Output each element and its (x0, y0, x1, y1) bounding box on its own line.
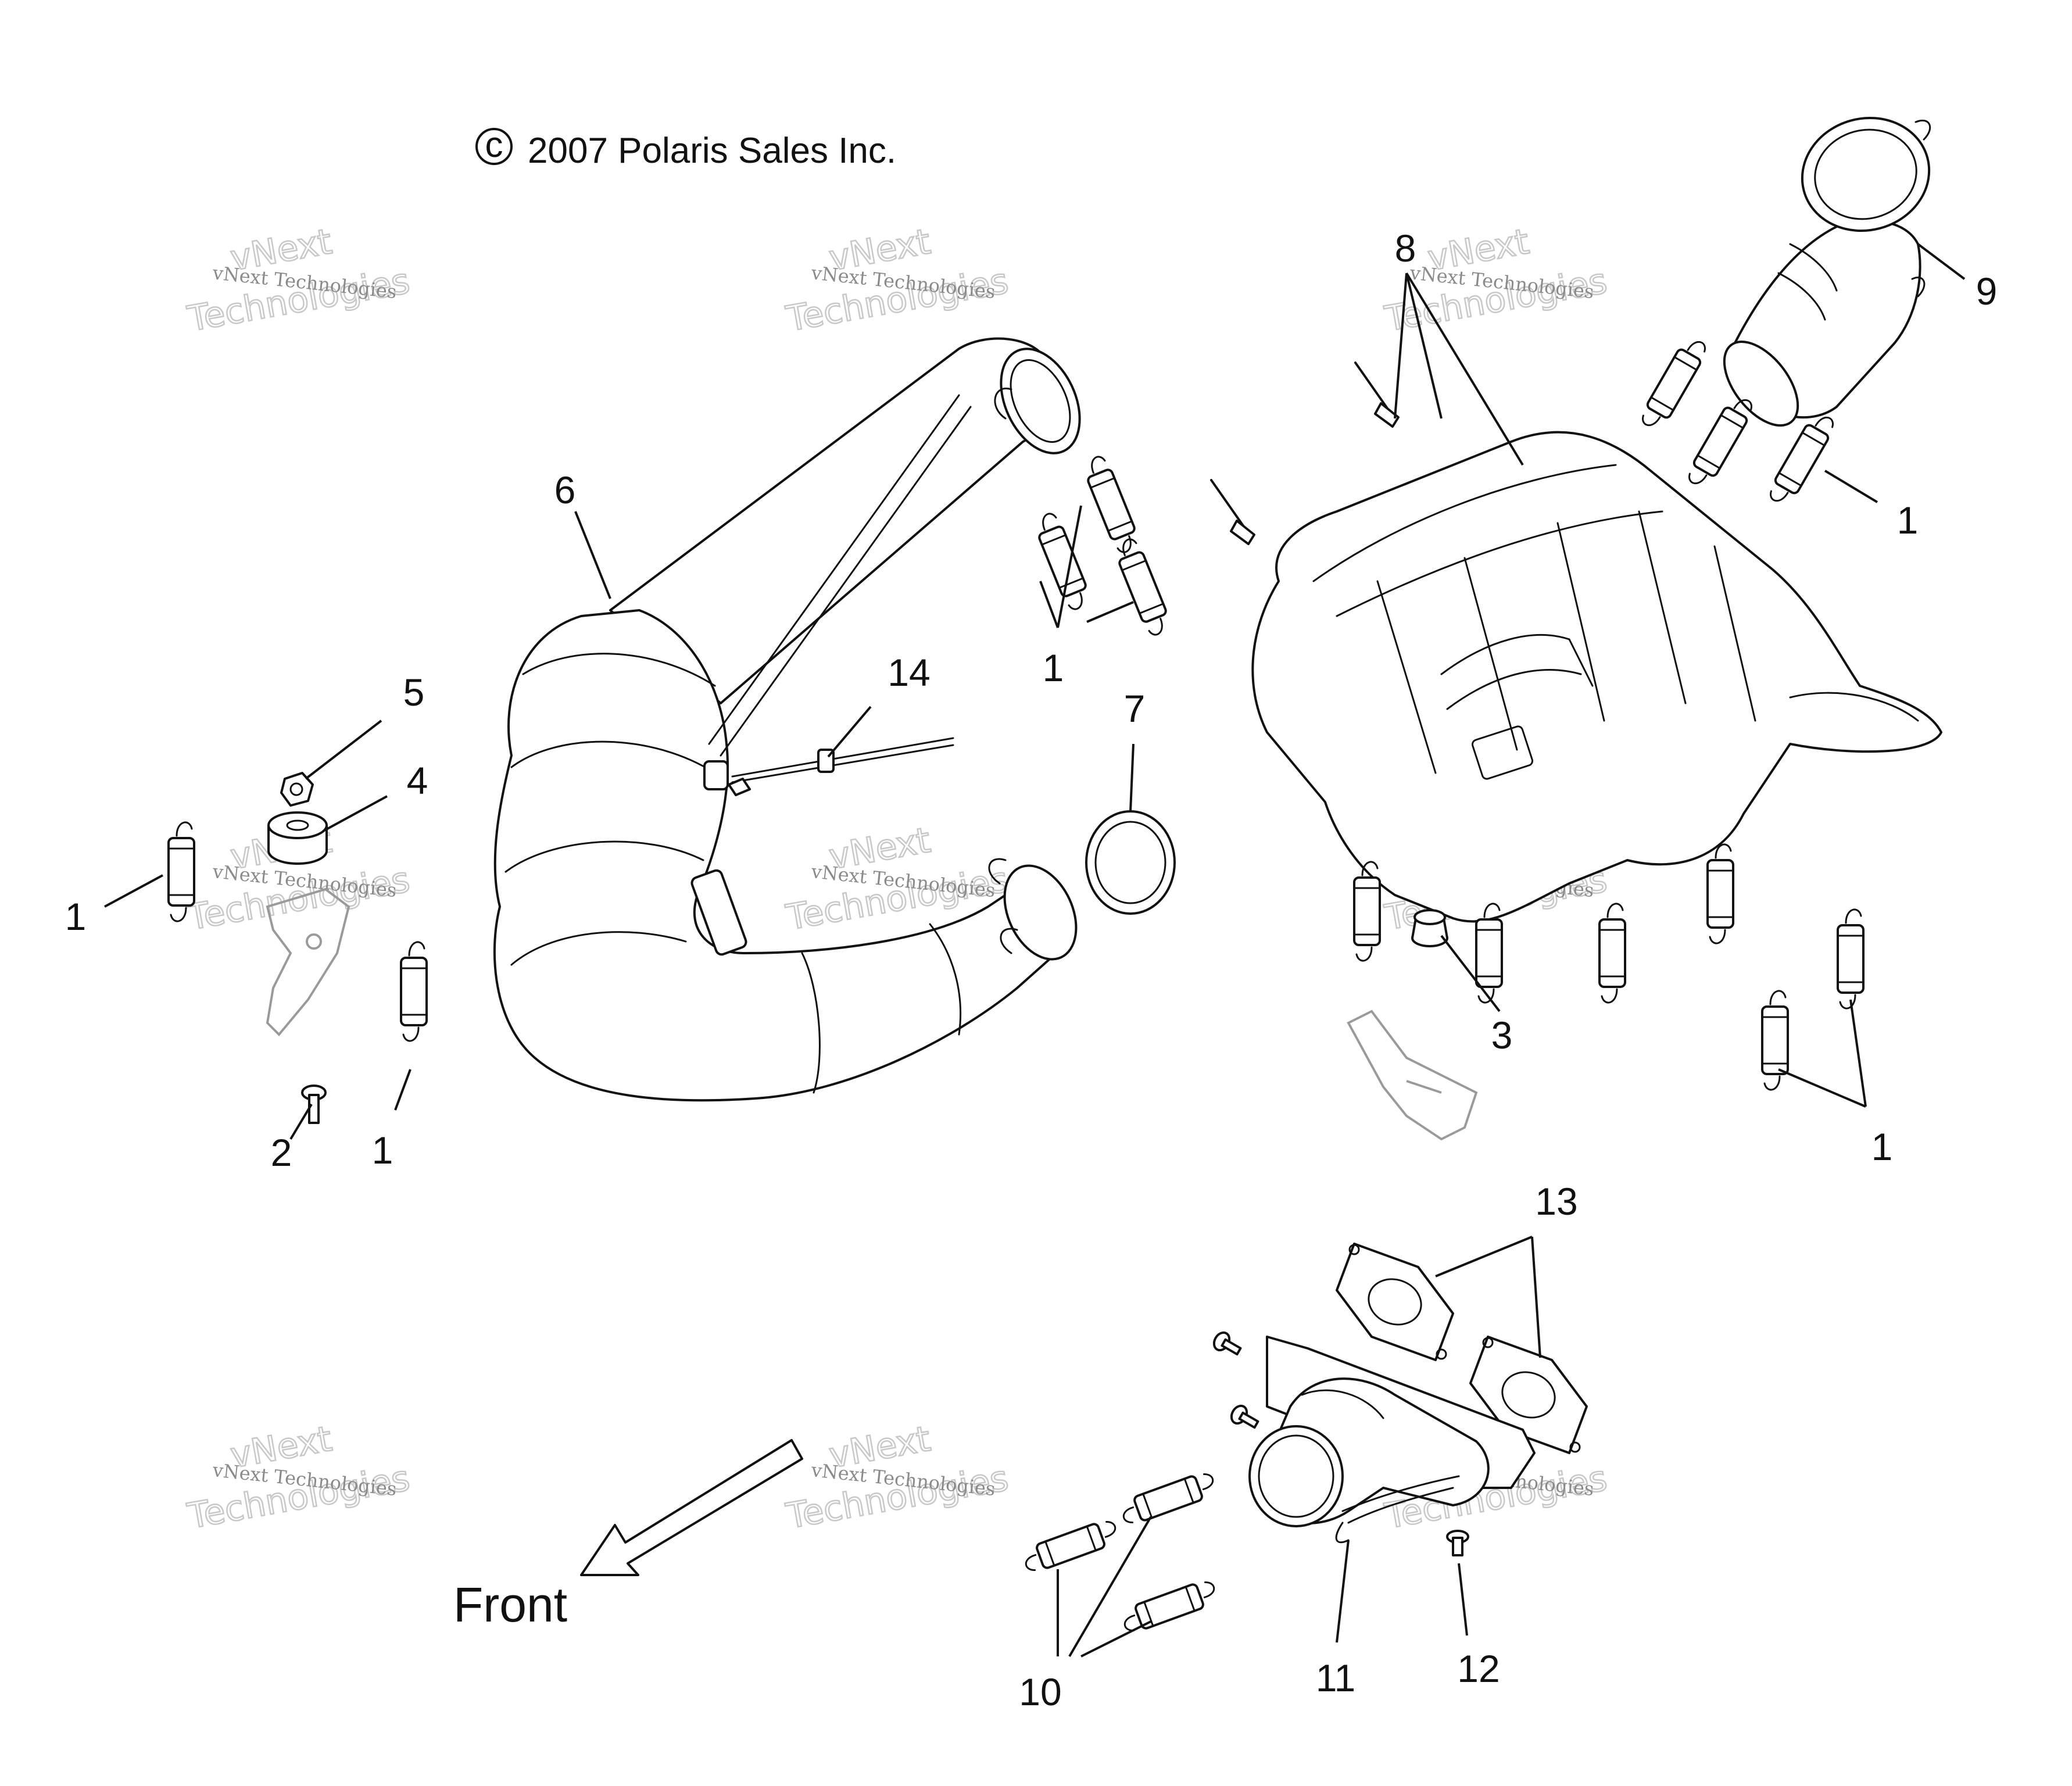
grommet-part (267, 811, 328, 865)
callout-1: 1 (1871, 1125, 1893, 1168)
manifold-screw-group (1212, 1331, 1469, 1556)
callout-4: 4 (407, 759, 428, 802)
screw-part (1446, 1530, 1469, 1556)
callout-1: 1 (372, 1129, 393, 1172)
callout-2: 2 (271, 1131, 292, 1174)
mount-hardware-group (167, 772, 428, 1124)
exhaust-manifold-part (1248, 1336, 1536, 1544)
callout-3: 3 (1491, 1014, 1513, 1057)
callout-7: 7 (1124, 687, 1146, 730)
copyright-circle-icon (475, 128, 513, 165)
front-label: Front (453, 1577, 567, 1632)
gasket-plate-part (1469, 1336, 1588, 1454)
lower-spring-group (1019, 1468, 1221, 1637)
callout-12: 12 (1457, 1647, 1500, 1690)
push-pin-part (1354, 362, 1400, 428)
callout-9: 9 (1976, 270, 1998, 313)
push-pin-part (1210, 479, 1255, 545)
sensor-probe-part (728, 737, 954, 796)
screw-part (301, 1085, 327, 1124)
silencer-shield-part (1210, 362, 1942, 1141)
leader-lines (104, 243, 1966, 1658)
callout-8: 8 (1395, 227, 1416, 270)
gasket-plate-part (1336, 1243, 1454, 1361)
seal-ring-part (1085, 810, 1176, 915)
copyright-symbol: c (485, 125, 503, 165)
copyright-text: 2007 Polaris Sales Inc. (528, 131, 896, 171)
callout-6: 6 (554, 468, 576, 511)
arrow-icon (580, 1439, 803, 1576)
nut-part (280, 772, 314, 807)
bumper-part (1411, 909, 1448, 947)
screw-part (1212, 1331, 1242, 1356)
callout-10: 10 (1019, 1670, 1061, 1713)
callout-11: 11 (1316, 1656, 1356, 1699)
expansion-chamber-part (493, 337, 1081, 1102)
callout-5: 5 (403, 671, 425, 714)
elbow-tube-part (1723, 116, 1931, 427)
callout-14: 14 (888, 651, 930, 694)
upper-spring-group (1030, 452, 1175, 639)
copyright-notice: c 2007 Polaris Sales Inc. (475, 125, 896, 171)
callout-1: 1 (1897, 499, 1919, 542)
ghost-bracket (1347, 1010, 1478, 1141)
spring-part (167, 821, 195, 923)
callout-labels: 8 9 1 6 1 14 7 5 4 1 2 1 3 1 13 10 11 12 (65, 227, 1998, 1713)
front-direction-arrow: Front (453, 1439, 803, 1632)
spring-part (400, 940, 428, 1043)
callout-13: 13 (1535, 1180, 1577, 1223)
callout-1: 1 (65, 895, 87, 938)
screw-part (1230, 1404, 1259, 1429)
ghost-bracket (266, 887, 350, 1036)
callout-1: 1 (1043, 646, 1064, 689)
